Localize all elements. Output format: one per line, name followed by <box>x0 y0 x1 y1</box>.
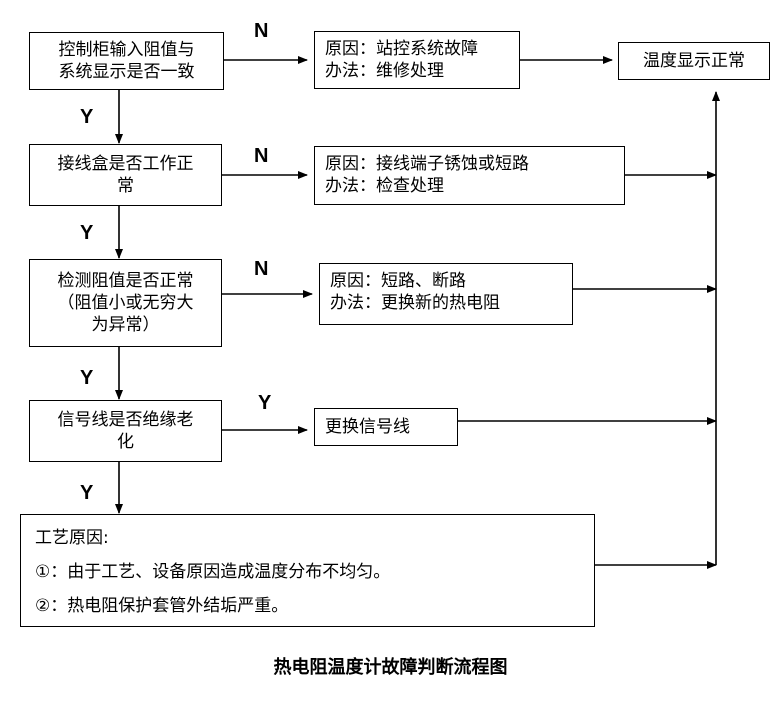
decision-3-line-1: 检测阻值是否正常 <box>57 271 194 291</box>
decision-3-line-2: （阻值小或无穷大 <box>57 293 194 313</box>
end-box-text: 温度显示正常 <box>643 51 745 71</box>
decision-box-4: 信号线是否绝缘老 化 <box>29 400 222 462</box>
result-1-line-2: 办法：维修处理 <box>325 61 444 81</box>
result-box-4: 更换信号线 <box>314 408 458 446</box>
result-box-1: 原因：站控系统故障 办法：维修处理 <box>314 31 520 89</box>
result-box-3: 原因：短路、断路 办法：更换新的热电阻 <box>319 263 573 325</box>
no-label-3: N <box>254 258 269 280</box>
decision-1-line-1: 控制柜输入阻值与 <box>58 40 195 60</box>
decision-3-line-3: 为异常） <box>91 315 160 335</box>
result-2-line-1: 原因：接线端子锈蚀或短路 <box>325 154 529 174</box>
decision-4-line-1: 信号线是否绝缘老 <box>57 410 194 430</box>
decision-4-line-2: 化 <box>117 432 134 452</box>
result-box-2: 原因：接线端子锈蚀或短路 办法：检查处理 <box>314 146 625 205</box>
decision-box-2: 接线盒是否工作正 常 <box>29 144 222 206</box>
no-label-1: N <box>254 20 269 42</box>
process-reason-item-1: ①：由于工艺、设备原因造成温度分布不均匀。 <box>35 562 391 582</box>
result-4-line-1: 更换信号线 <box>325 417 410 437</box>
process-reason-box: 工艺原因: ①：由于工艺、设备原因造成温度分布不均匀。 ②：热电阻保护套管外结垢… <box>20 514 595 627</box>
end-box-normal: 温度显示正常 <box>618 42 770 80</box>
decision-2-line-1: 接线盒是否工作正 <box>57 154 194 174</box>
diagram-caption: 热电阻温度计故障判断流程图 <box>273 657 508 678</box>
result-1-line-1: 原因：站控系统故障 <box>325 39 478 59</box>
process-reason-item-2: ②：热电阻保护套管外结垢严重。 <box>35 596 289 616</box>
result-2-line-2: 办法：检查处理 <box>325 176 444 196</box>
result-3-line-1: 原因：短路、断路 <box>330 271 466 291</box>
decision-box-3: 检测阻值是否正常 （阻值小或无穷大 为异常） <box>29 259 222 347</box>
decision-1-line-2: 系统显示是否一致 <box>58 62 195 82</box>
decision-box-1: 控制柜输入阻值与 系统显示是否一致 <box>29 32 224 90</box>
branch-label-4: Y <box>258 392 272 414</box>
decision-2-line-2: 常 <box>117 176 134 196</box>
process-reason-title: 工艺原因: <box>35 528 109 548</box>
yes-label-2: Y <box>80 222 94 244</box>
no-label-2: N <box>254 145 269 167</box>
yes-label-4: Y <box>80 482 94 504</box>
yes-label-3: Y <box>80 367 94 389</box>
yes-label-1: Y <box>80 106 94 128</box>
result-3-line-2: 办法：更换新的热电阻 <box>330 293 500 313</box>
